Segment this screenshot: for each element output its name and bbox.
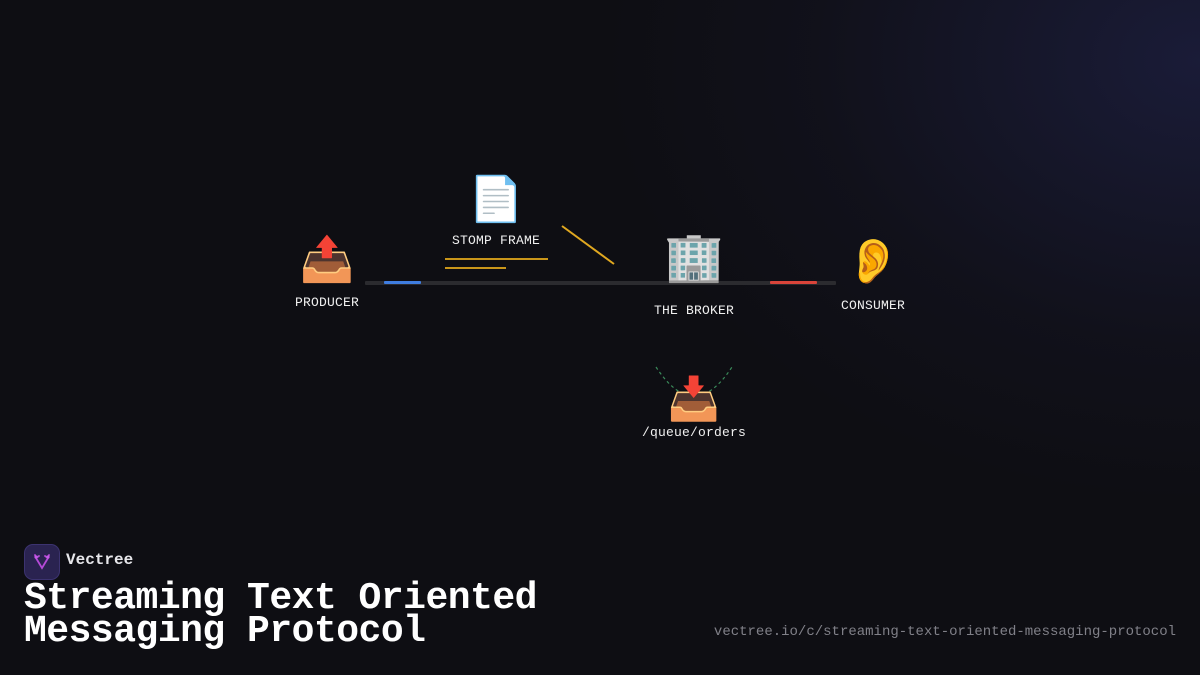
outbox-tray-icon: 📤 [299,234,355,285]
inbox-tray-icon: 📥 [667,374,721,423]
branch-icon [34,554,50,570]
vectree-logo [24,544,60,580]
producer-label: PRODUCER [294,295,359,310]
frame-header-line [445,258,548,260]
broker-label: THE BROKER [653,303,734,318]
ear-icon: 👂 [845,236,901,287]
document-icon: 📄 [468,174,524,225]
message-track [365,281,836,285]
queue-label: /queue/orders [641,425,747,440]
title-line-1: Streaming Text Oriented [24,577,538,620]
stomp-frame-node: 📄 STOMP FRAME [446,174,546,249]
stomp-frame-label: STOMP FRAME [451,233,540,248]
consumer-segment [770,281,817,284]
frame-to-broker-arrow [561,225,615,265]
queue-node: 📥 /queue/orders [634,374,754,441]
consumer-label: CONSUMER [840,298,905,313]
brand-name: Vectree [66,551,134,569]
queue-arc [655,366,733,397]
frame-body-line [445,267,506,269]
producer-segment [384,281,421,284]
source-url: vectree.io/c/streaming-text-oriented-mes… [713,624,1176,640]
title-line-2: Messaging Protocol [24,610,426,653]
broker-node: 🏢 THE BROKER [644,233,744,318]
producer-node: 📤 PRODUCER [286,234,368,311]
page-title: Streaming Text Oriented Messaging Protoc… [24,577,538,653]
office-building-icon: 🏢 [664,229,724,285]
consumer-node: 👂 CONSUMER [833,236,913,314]
